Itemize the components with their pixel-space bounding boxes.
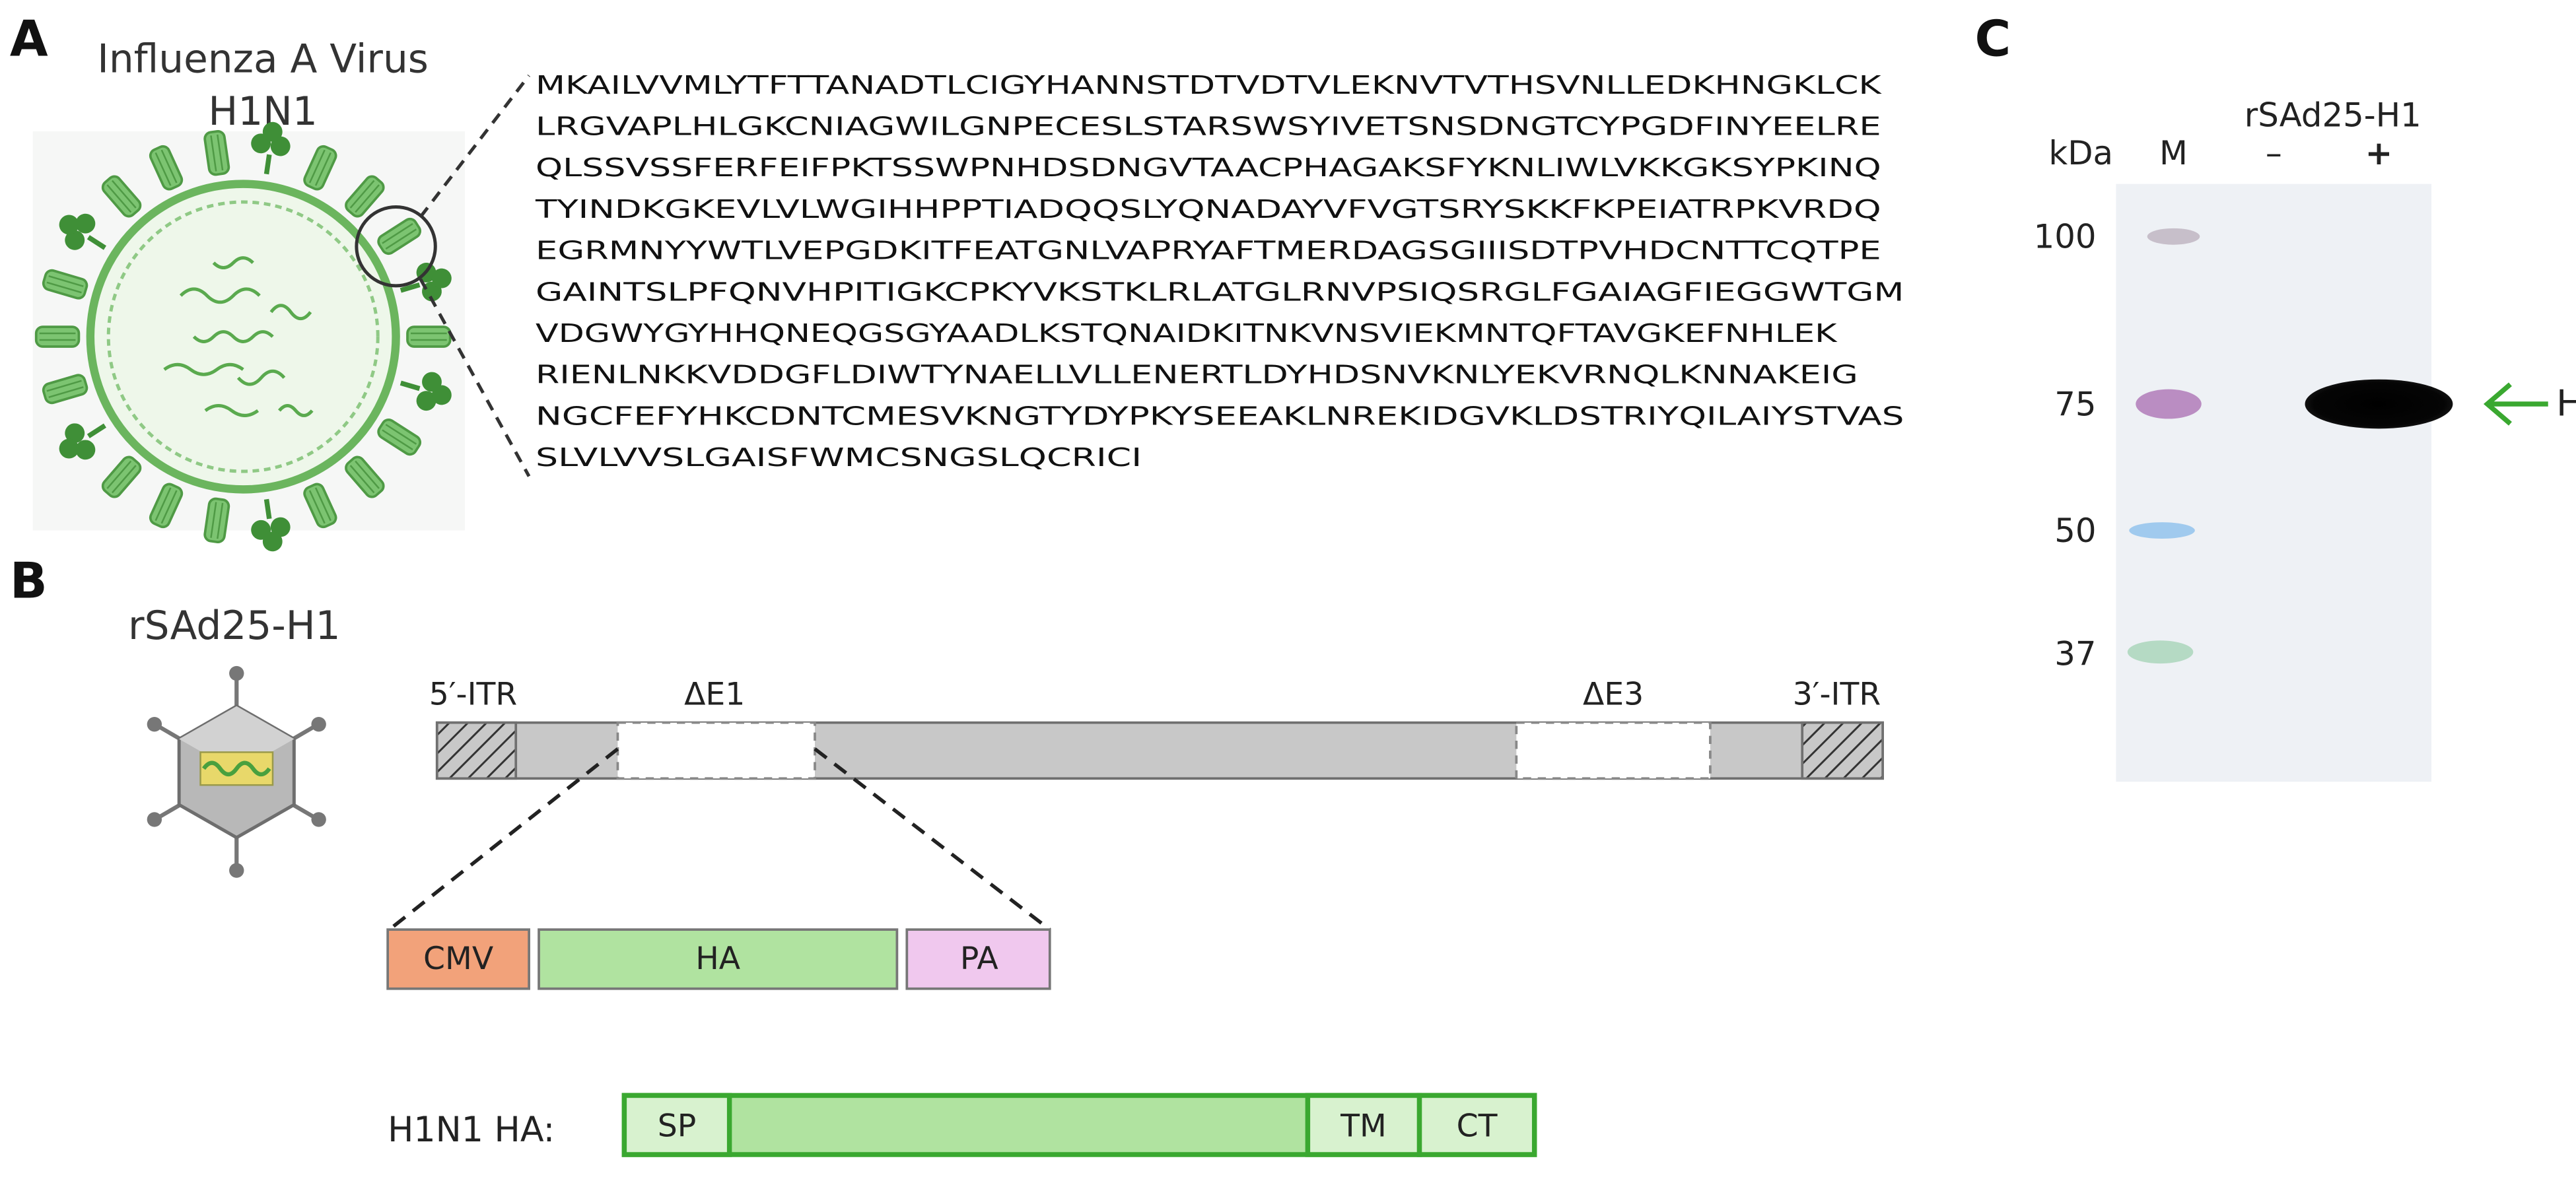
sequence-line: VDGWYGYHHQNEQGSGYAADLKSTQNAIDKITNKVNSVIE… — [536, 319, 1838, 349]
e3-deletion — [1515, 721, 1712, 780]
glycoprotein-spike — [59, 423, 106, 460]
glycoprotein-spike — [101, 455, 142, 498]
panel-b-letter: B — [10, 553, 48, 610]
ct-domain — [1416, 1093, 1537, 1157]
western-blot — [2116, 184, 2453, 782]
ct-label: CT — [1457, 1108, 1498, 1145]
lane-plus-label: + — [2365, 134, 2393, 172]
callout-line-bottom — [419, 278, 531, 477]
glycoprotein-spike — [303, 483, 337, 529]
glycoprotein-spike — [345, 175, 385, 218]
sample-title: rSAd25-H1 — [2245, 96, 2421, 135]
mw-marker-50: 50 — [2054, 512, 2096, 550]
vector-name: rSAd25-H1 — [128, 603, 341, 649]
glycoprotein-spike — [42, 269, 88, 300]
sequence-line: MKAILVVMLYTFTTANADTLCIGYHANNSTDTVDTVLEKN… — [536, 71, 1882, 100]
itr3-region — [1801, 721, 1884, 780]
sequence-line: LRGVAPLHLGKCNIAGWILGNPECESLSTARSWSYIVETS… — [536, 112, 1881, 142]
sp-label: SP — [658, 1108, 697, 1145]
glycoprotein-spike — [149, 483, 184, 529]
ha-band — [2305, 379, 2453, 429]
virus-spikes — [34, 121, 452, 552]
sp-domain — [621, 1093, 732, 1157]
sequence-line: EGRMNYYWTLVEPGDKITFEATGNLVAPRYAFTMERDAGS… — [536, 236, 1881, 266]
sequence-line: SLVLVVSLGAISFWMCSNGSLQCRICI — [536, 443, 1142, 473]
e3-label: ΔE3 — [1583, 676, 1644, 712]
glycoprotein-spike — [377, 217, 422, 255]
blot-membrane — [2116, 184, 2432, 782]
glycoprotein-spike — [377, 418, 422, 456]
kda-label: kDa — [2048, 134, 2113, 172]
glycoprotein-spike — [42, 374, 88, 405]
ha-callout-circle — [355, 205, 437, 288]
sequence-line: RIENLNKKVDDGFLDIWTYNAELLVLLENERTLDYHDSNV… — [536, 360, 1858, 390]
virus-title-line1: Influenza A Virus — [97, 36, 429, 82]
pa-label: PA — [960, 941, 998, 977]
polya-box — [905, 928, 1051, 990]
panel-a-letter: A — [10, 11, 48, 68]
ha-domain-map: SP TM CT — [621, 1093, 1537, 1157]
cmv-promoter-box — [386, 928, 530, 990]
panel-c-letter: C — [1974, 11, 2011, 68]
virus-rna — [163, 256, 314, 417]
glycoprotein-spike — [406, 325, 452, 348]
glycoprotein-spike — [203, 497, 230, 544]
ha-domain-prefix: H1N1 HA: — [388, 1110, 555, 1150]
glycoprotein-spike — [203, 130, 230, 176]
ladder-band-37 — [2127, 640, 2194, 664]
glycoprotein-spike — [101, 175, 142, 218]
ladder-band-100 — [2147, 228, 2200, 245]
cmv-label: CMV — [423, 941, 493, 977]
glycoprotein-spike — [251, 121, 291, 175]
sequence-line: QLSSVSSFERFEIFPKTSSWPNHDSDNGVTAACPHAGAKS… — [536, 153, 1881, 183]
sequence-line: GAINTSLPFQNVHPITIGKCPKYVKSTKLRLATGLRNVPS… — [536, 277, 1904, 307]
mw-marker-100: 100 — [2034, 218, 2097, 256]
glycoprotein-spike — [34, 325, 81, 348]
virus-matrix — [106, 200, 380, 473]
ha-gene-box — [538, 928, 899, 990]
virus-title-line2: H1N1 — [208, 89, 317, 135]
e1-deletion — [616, 721, 816, 780]
ladder-band-50 — [2129, 522, 2195, 539]
ladder-band-75 — [2136, 389, 2202, 419]
itr5-region — [435, 721, 518, 780]
tm-label: TM — [1340, 1108, 1387, 1145]
mw-marker-37: 37 — [2054, 635, 2096, 673]
glycoprotein-spike — [345, 455, 385, 498]
ha-band-label: HA — [2556, 382, 2576, 424]
ha-sequence: MKAILVVMLYTFTTANADTLCIGYHANNSTDTVDTVLEKN… — [535, 71, 1904, 473]
lane-minus-label: – — [2266, 134, 2282, 172]
glycoprotein-spike — [149, 145, 184, 191]
ha-gene-label: HA — [695, 941, 740, 977]
glycoprotein-spike — [251, 498, 291, 552]
virus-envelope — [86, 180, 400, 494]
expression-cassette: CMV HA PA — [386, 928, 1051, 990]
vector-genome-map — [435, 721, 1884, 780]
glycoprotein-spike — [303, 145, 337, 191]
mw-marker-75: 75 — [2054, 385, 2096, 423]
glycoprotein-spike — [400, 372, 452, 411]
sequence-line: TYINDKGKEVLVLWGIHHPPTIADQQSLYQNADAYVFVGT… — [535, 195, 1881, 224]
glycoprotein-spike — [59, 213, 106, 250]
ha-arrow-icon — [2483, 382, 2548, 426]
callout-line-top — [419, 74, 531, 218]
adenovirus-icon — [147, 665, 326, 878]
e1-label: ΔE1 — [684, 676, 745, 712]
insert-line-right — [814, 747, 1051, 931]
sequence-line: NGCFEFYHKCDNTCMESVKNGTYDYPKYSEEAKLNREKID… — [536, 401, 1904, 431]
itr5-label: 5′-ITR — [429, 676, 518, 712]
itr3-label: 3′-ITR — [1793, 676, 1881, 712]
marker-lane-label: M — [2159, 134, 2188, 172]
virus-illustration — [32, 121, 466, 552]
